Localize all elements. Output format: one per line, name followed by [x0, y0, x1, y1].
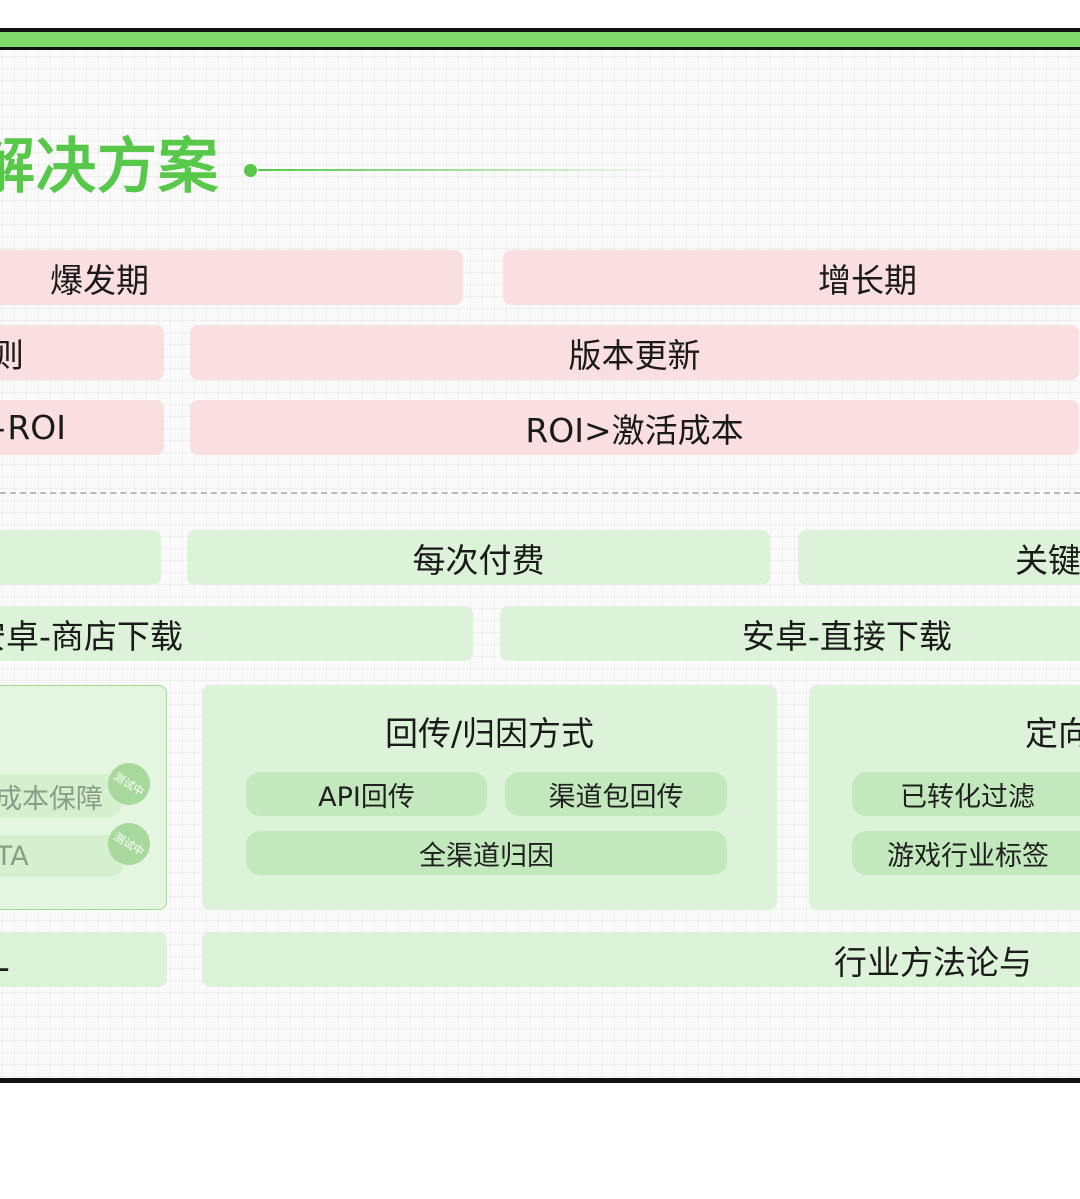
rta-chip: RTA [0, 835, 124, 877]
cost-guarantee-label: 成本保障 [0, 783, 103, 815]
cost-guarantee-chip: 成本保障 [0, 774, 121, 818]
billing-left-box [0, 530, 161, 585]
targeting-panel-title: 定向 [1025, 714, 1080, 753]
billing-per-pay-box: 每次付费 [187, 530, 770, 585]
row2-left-label: 则 [0, 335, 24, 375]
version-update-label: 版本更新 [568, 335, 701, 375]
section-title: 解决方案 [0, 132, 219, 202]
callback-attribution-panel: 回传/归因方式 API回传 渠道包回传 全渠道归因 [202, 685, 777, 910]
testing-badge-2-label: 测试中 [111, 830, 147, 859]
download-direct-label: 安卓-直接下载 [742, 616, 952, 656]
billing-key-label: 关键 [1015, 540, 1080, 580]
stage-growth-label: 增长期 [818, 260, 917, 300]
dashed-divider [0, 492, 1080, 494]
version-update-box: 版本更新 [190, 325, 1079, 380]
row2-left-box: 则 [0, 325, 164, 380]
api-callback-label: API回传 [318, 781, 415, 813]
download-store-label: 安卓-商店下载 [0, 616, 183, 656]
stage-burst-label: 爆发期 [50, 260, 149, 300]
roi-activation-box: ROI>激活成本 [190, 400, 1079, 455]
left-panel: 成本保障 测试中 RTA 测试中 [0, 685, 167, 910]
all-channel-attribution-chip: 全渠道归因 [246, 831, 727, 875]
channel-package-callback-chip: 渠道包回传 [505, 772, 727, 816]
testing-badge-label: 测试中 [111, 770, 147, 799]
channel-package-callback-label: 渠道包回传 [548, 781, 684, 813]
targeting-panel: 定向 已转化过滤 游戏行业标签 [809, 685, 1080, 910]
converted-filter-chip: 已转化过滤 [852, 772, 1080, 816]
download-store-box: 安卓-商店下载 [0, 606, 473, 661]
billing-key-box: 关键 [798, 530, 1080, 585]
converted-filter-label: 已转化过滤 [900, 781, 1035, 813]
row3-left-dash: - [0, 408, 5, 447]
callback-panel-title: 回传/归因方式 [384, 714, 595, 753]
all-channel-attribution-label: 全渠道归因 [419, 840, 554, 872]
download-direct-box: 安卓-直接下载 [500, 606, 1080, 661]
stage-burst: 爆发期 [0, 250, 463, 305]
game-industry-tag-label: 游戏行业标签 [887, 840, 1049, 872]
title-underline [258, 169, 678, 171]
row3-left-box: - ROI [0, 400, 164, 455]
row3-left-label: ROI [7, 408, 66, 447]
rta-label: RTA [0, 840, 29, 872]
bottom-left-box: L [0, 932, 167, 987]
roi-activation-label: ROI>激活成本 [525, 410, 744, 450]
billing-per-pay-label: 每次付费 [412, 540, 545, 580]
game-industry-tag-chip: 游戏行业标签 [852, 831, 1080, 875]
header-green-bar [0, 32, 1080, 50]
title-dot-icon [244, 164, 257, 177]
industry-methodology-label: 行业方法论与 [834, 942, 1032, 982]
bottom-left-label: L [0, 940, 8, 979]
stage-growth: 增长期 [503, 250, 1080, 305]
industry-methodology-box: 行业方法论与 [202, 932, 1080, 987]
api-callback-chip: API回传 [246, 772, 487, 816]
